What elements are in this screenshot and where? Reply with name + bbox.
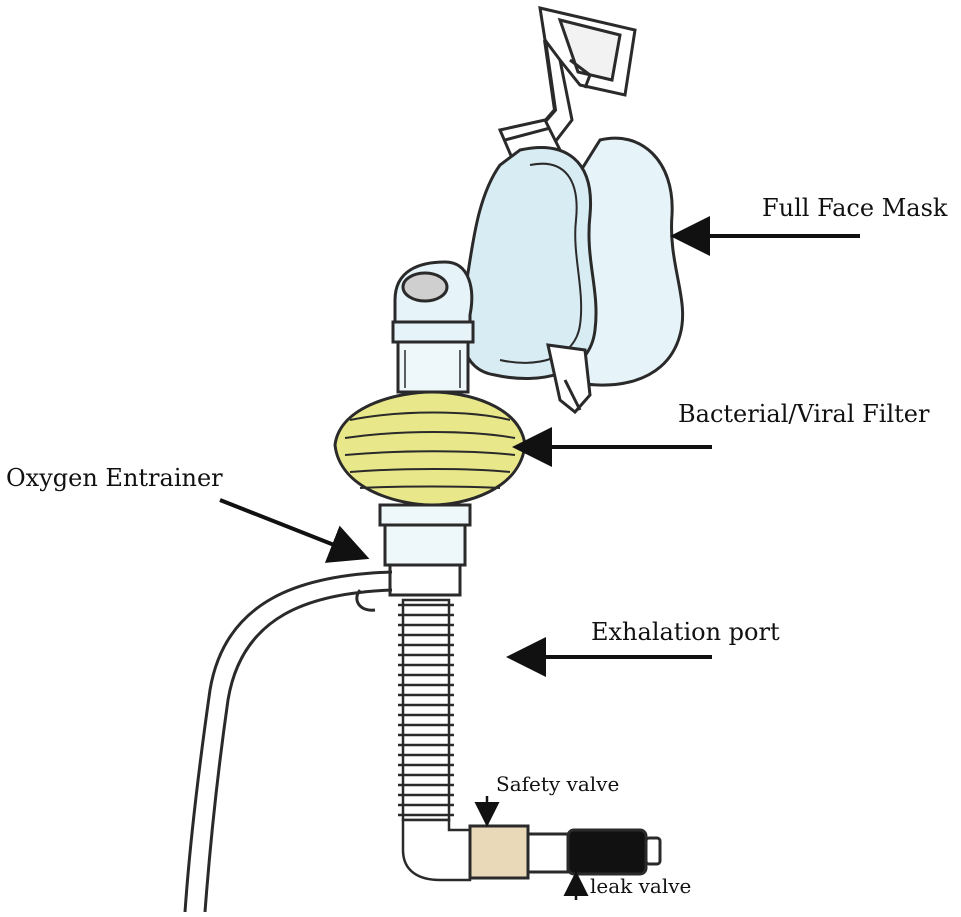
headgear-clip <box>468 6 637 291</box>
corrugated-exhalation-tube <box>398 598 472 882</box>
elbow-connector <box>391 260 475 394</box>
leader-arrows <box>219 216 860 900</box>
label-oxygen-entrainer: Oxygen Entrainer <box>6 464 223 492</box>
valve-assembly <box>468 824 662 880</box>
label-safety-valve: Safety valve <box>496 772 620 796</box>
leak-valve-drawing <box>566 828 648 876</box>
oxygen-tube <box>183 570 393 913</box>
label-bacterial-viral-filter: Bacterial/Viral Filter <box>678 400 930 428</box>
label-leak-valve: leak valve <box>590 874 692 898</box>
safety-valve-drawing <box>468 824 530 880</box>
full-face-mask-drawing <box>458 136 685 415</box>
arrow-oxygen-entrainer <box>219 498 370 563</box>
bacterial-viral-filter-drawing <box>333 390 527 507</box>
label-exhalation-port: Exhalation port <box>591 618 780 646</box>
oxygen-entrainer-connector <box>355 503 472 612</box>
label-full-face-mask: Full Face Mask <box>762 194 948 222</box>
